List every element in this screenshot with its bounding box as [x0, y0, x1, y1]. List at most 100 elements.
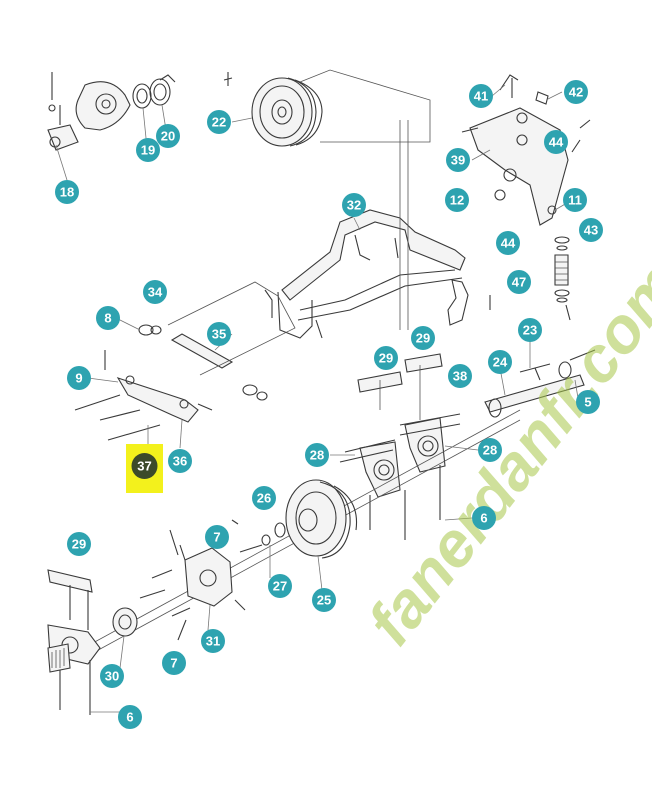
callout-circle: [496, 231, 520, 255]
callout-circle: [136, 138, 160, 162]
callout-number: 9: [75, 371, 82, 386]
callout-number: 23: [523, 323, 537, 338]
callout-number: 27: [273, 579, 287, 594]
highlighted-part[interactable]: 37: [126, 444, 163, 493]
leader-lines: [55, 84, 579, 713]
callout-19[interactable]: 19: [136, 138, 160, 162]
callout-circle: [374, 346, 398, 370]
callout-number: 18: [60, 185, 74, 200]
callout-number: 34: [148, 285, 163, 300]
callout-circle: [143, 280, 167, 304]
callout-47[interactable]: 47: [507, 270, 531, 294]
callout-number: 29: [379, 351, 393, 366]
callout-circle: [201, 629, 225, 653]
callout-number: 25: [317, 593, 331, 608]
callout-number: 6: [126, 710, 133, 725]
callout-12[interactable]: 12: [445, 188, 469, 212]
callout-26[interactable]: 26: [252, 486, 276, 510]
callout-number: 6: [480, 511, 487, 526]
callout-number: 20: [161, 129, 175, 144]
callout-29[interactable]: 29: [67, 532, 91, 556]
callout-11[interactable]: 11: [563, 188, 587, 212]
callout-6[interactable]: 6: [118, 705, 142, 729]
callout-25[interactable]: 25: [312, 588, 336, 612]
clutch-assembly: [139, 479, 358, 641]
callout-circle: [312, 588, 336, 612]
watermark-text: fanerdanfr.com: [353, 249, 652, 658]
callout-circle: [207, 322, 231, 346]
callout-circle: [205, 525, 229, 549]
callout-circle: [342, 193, 366, 217]
callout-circle: [252, 486, 276, 510]
callout-number: 44: [501, 236, 516, 251]
callout-circle: [445, 188, 469, 212]
callout-number: 43: [584, 223, 598, 238]
callout-39[interactable]: 39: [446, 148, 470, 172]
callout-number: 38: [453, 369, 467, 384]
shaft-and-pins: [484, 349, 596, 418]
callout-27[interactable]: 27: [268, 574, 292, 598]
callout-31[interactable]: 31: [201, 629, 225, 653]
callout-number: 35: [212, 327, 226, 342]
callout-30[interactable]: 30: [100, 664, 124, 688]
callout-number: 7: [213, 530, 220, 545]
callout-28[interactable]: 28: [478, 438, 502, 462]
callout-number: 44: [549, 135, 564, 150]
callout-circle: [118, 705, 142, 729]
callout-41[interactable]: 41: [469, 84, 493, 108]
callout-number: 39: [451, 153, 465, 168]
callout-number: 28: [483, 443, 497, 458]
tensioner-linkage: [461, 74, 591, 321]
callout-number: 30: [105, 669, 119, 684]
callout-42[interactable]: 42: [564, 80, 588, 104]
callout-35[interactable]: 35: [207, 322, 231, 346]
callout-34[interactable]: 34: [143, 280, 167, 304]
callout-number: 5: [584, 395, 591, 410]
callout-18[interactable]: 18: [55, 180, 79, 204]
callout-7[interactable]: 7: [205, 525, 229, 549]
callout-circle: [207, 110, 231, 134]
callout-44[interactable]: 44: [544, 130, 568, 154]
callout-number: 12: [450, 193, 464, 208]
callout-6[interactable]: 6: [472, 506, 496, 530]
callout-36[interactable]: 36: [168, 449, 192, 473]
callout-20[interactable]: 20: [156, 124, 180, 148]
callout-9[interactable]: 9: [67, 366, 91, 390]
callout-38[interactable]: 38: [448, 364, 472, 388]
callout-circle: [563, 188, 587, 212]
callout-number: 24: [493, 355, 508, 370]
callout-circle: [579, 218, 603, 242]
shaft-end: [47, 569, 138, 715]
callout-5[interactable]: 5: [576, 390, 600, 414]
callout-circle: [446, 148, 470, 172]
callout-number: 36: [173, 454, 187, 469]
callout-circle: [478, 438, 502, 462]
callout-circle: [156, 124, 180, 148]
callout-24[interactable]: 24: [488, 350, 512, 374]
callout-number: 42: [569, 85, 583, 100]
callout-circle: [469, 84, 493, 108]
callout-number: 28: [310, 448, 324, 463]
callout-number: 29: [416, 331, 430, 346]
callout-8[interactable]: 8: [96, 306, 120, 330]
highlight-circle: [131, 453, 158, 479]
callout-circle: [168, 449, 192, 473]
callout-29[interactable]: 29: [374, 346, 398, 370]
callout-circle: [564, 80, 588, 104]
callout-number: 22: [212, 115, 226, 130]
callout-29[interactable]: 29: [411, 326, 435, 350]
callout-number: 41: [474, 89, 488, 104]
callout-23[interactable]: 23: [518, 318, 542, 342]
callout-32[interactable]: 32: [342, 193, 366, 217]
callout-number: 29: [72, 537, 86, 552]
callout-7[interactable]: 7: [162, 651, 186, 675]
callout-43[interactable]: 43: [579, 218, 603, 242]
callout-circle: [488, 350, 512, 374]
callout-circle: [507, 270, 531, 294]
callout-44[interactable]: 44: [496, 231, 520, 255]
callout-22[interactable]: 22: [207, 110, 231, 134]
callout-circle: [305, 443, 329, 467]
callout-28[interactable]: 28: [305, 443, 329, 467]
